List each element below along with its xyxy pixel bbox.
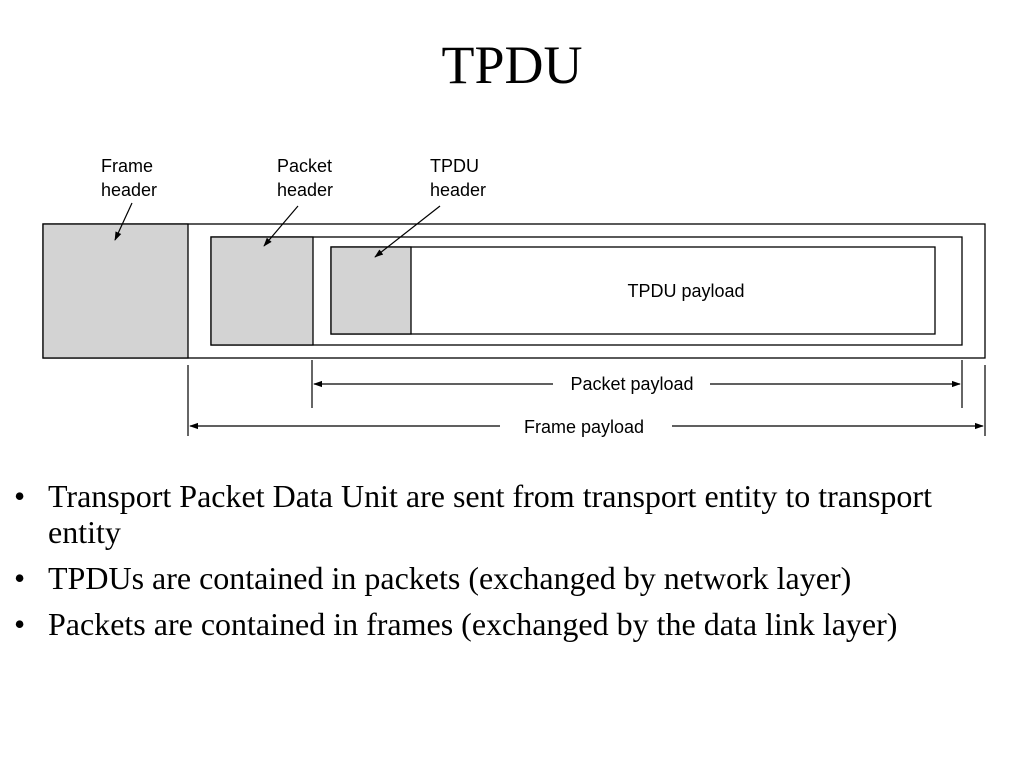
tpdu-header-pointer [374, 205, 441, 258]
tpdu-payload-label: TPDU payload [627, 281, 744, 301]
bullet-dot: • [14, 606, 26, 642]
frame-header-label: Frame header [101, 156, 158, 200]
bullet-item: • Packets are contained in frames (excha… [0, 606, 1024, 642]
tpdu-header-label: TPDU header [430, 156, 486, 200]
frame-payload-label: Frame payload [524, 417, 644, 437]
bullet-dot: • [14, 560, 26, 596]
tpdu-encapsulation-diagram: Frame header Packet header TPDU header T… [42, 156, 986, 437]
tpdu-header-block [330, 246, 412, 335]
slide-title: TPDU [441, 35, 583, 95]
tpdu-box [330, 246, 936, 335]
packet-payload-label: Packet payload [570, 374, 693, 394]
packet-header-pointer [263, 205, 299, 247]
bullet-item: • TPDUs are contained in packets (exchan… [0, 560, 1024, 596]
bullet-text: Transport Packet Data Unit are sent from… [48, 478, 932, 550]
bullet-list: • Transport Packet Data Unit are sent fr… [0, 478, 1024, 652]
packet-header-label: Packet header [277, 156, 337, 200]
packet-header-block [210, 236, 314, 346]
bullet-item: • Transport Packet Data Unit are sent fr… [0, 478, 1024, 550]
frame-header-block [42, 223, 189, 359]
bullet-text: TPDUs are contained in packets (exchange… [48, 560, 852, 596]
bullet-dot: • [14, 478, 26, 514]
bullet-text: Packets are contained in frames (exchang… [48, 606, 898, 642]
frame-header-pointer [114, 202, 133, 241]
